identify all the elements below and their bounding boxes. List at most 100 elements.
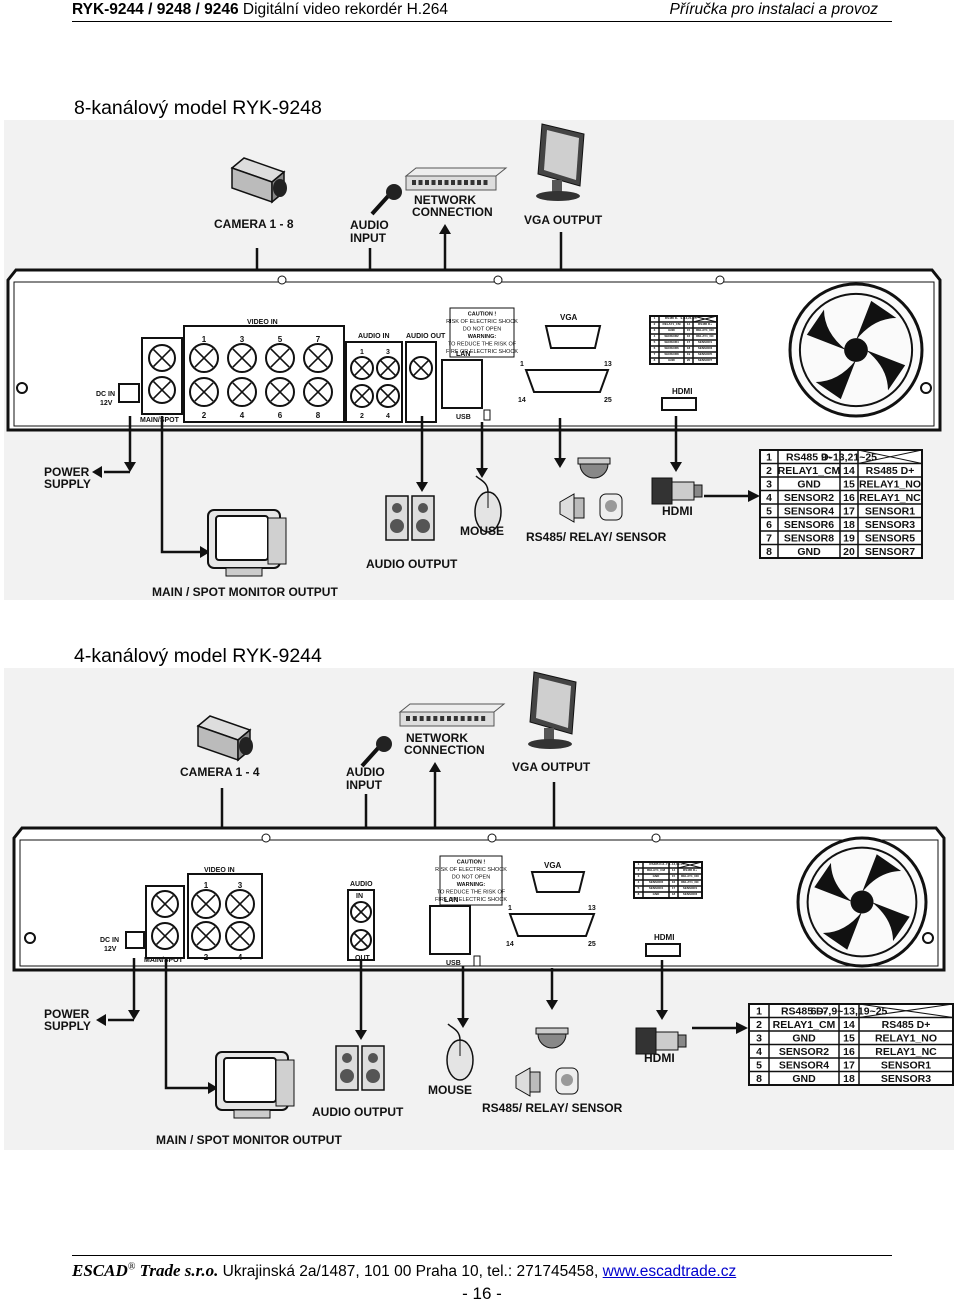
- mic-handle: [360, 744, 382, 768]
- usb-label: USB: [456, 414, 471, 421]
- pin-table-cell: 4: [638, 880, 640, 884]
- caution-line: TO REDUCE THE RISK OF: [437, 890, 506, 896]
- hub-top: [398, 703, 506, 713]
- pin-table-cell: 16: [687, 334, 691, 338]
- pin-table-cell: SENSOR2: [664, 334, 679, 338]
- camera-icon: [230, 157, 287, 204]
- spot-bnc-slot2: [152, 380, 172, 400]
- monitor-arrow-head: [208, 1082, 218, 1094]
- dome-globe: [579, 463, 609, 479]
- mouse-arrow-head: [476, 468, 488, 478]
- hub-port: [426, 716, 431, 721]
- dc-in-voltage-label: 12V: [100, 400, 113, 407]
- dome-camera-icon: [535, 1027, 569, 1049]
- db25-port: [524, 369, 610, 393]
- video-in-bnc-slot2: [308, 382, 328, 402]
- screw-right: [920, 382, 932, 394]
- camera-lens: [273, 179, 287, 197]
- crt-stand: [233, 1109, 271, 1119]
- footer-reg-mark: ®: [127, 1261, 136, 1273]
- header-title: RYK-9244 / 9248 / 9246 Digitální video r…: [72, 1, 448, 19]
- footer-address: Ukrajinská 2a/1487, 101 00 Praha 10, tel…: [222, 1263, 599, 1280]
- hub-port: [457, 180, 462, 185]
- pin-table-cell: SENSOR4: [779, 1060, 829, 1072]
- crt-back: [275, 1059, 295, 1107]
- pin-table-cell: 8: [766, 546, 772, 558]
- vga-port: [544, 325, 602, 349]
- pin-table-cell: SENSOR4: [784, 506, 834, 518]
- video-in-bnc-slot2: [194, 348, 214, 368]
- pin-table-cell: 15: [843, 479, 855, 491]
- hub-port: [477, 180, 481, 185]
- caution-line: CAUTION !: [468, 312, 497, 318]
- screw-top: [277, 275, 287, 285]
- speaker-tweeter: [418, 503, 428, 513]
- pin-table-cell: 19: [843, 533, 855, 545]
- crt-monitor-icon: [207, 509, 287, 577]
- screw-top: [493, 275, 503, 285]
- screw-top: [487, 833, 497, 843]
- fan-hub: [850, 890, 874, 914]
- video-in-bnc-slot2: [308, 348, 328, 368]
- power-supply-label-1: POWER: [44, 1007, 90, 1021]
- hub-port: [425, 180, 429, 185]
- pin-table-arrow-head: [736, 1022, 748, 1034]
- pin-table-cell: SENSOR1: [698, 340, 713, 344]
- footer-website-link[interactable]: www.escadtrade.cz: [602, 1263, 737, 1280]
- pin-table-cell: RELAY1_CM: [773, 1019, 836, 1031]
- speaker-woofer: [340, 1069, 354, 1083]
- rs485-label: RS485/ RELAY/ SENSOR: [526, 530, 667, 544]
- hdmi-shell: [655, 1031, 679, 1051]
- speaker-tweeter: [392, 503, 402, 513]
- audio-input-label-2: INPUT: [346, 778, 383, 792]
- pin-table-cell: 7: [766, 533, 772, 545]
- video-in-bnc-slot2: [232, 382, 252, 402]
- pin-table-cell: RELAY1_NO: [859, 479, 921, 491]
- video-in-num: 1: [202, 335, 207, 344]
- audio-in-rca-slot2: [354, 388, 370, 404]
- screw-right: [922, 932, 934, 944]
- pin-table-cell: RS485 D+: [866, 465, 915, 477]
- mic-head: [386, 184, 402, 200]
- fan-hub: [844, 338, 868, 362]
- pin-table-cell: 3: [638, 874, 640, 878]
- video-in-bnc-slot2: [194, 382, 214, 402]
- pin-table-cell: 6: [654, 346, 656, 350]
- fan-icon: [788, 282, 924, 418]
- fan-blade: [865, 350, 906, 391]
- pin-table-cell: 3: [654, 328, 656, 332]
- audio-in-num: 4: [386, 413, 390, 420]
- video-in-num: 2: [202, 411, 207, 420]
- video-in-bnc-slot2: [196, 894, 216, 914]
- fan-icon: [796, 836, 928, 968]
- hdmi-arrow-head: [670, 462, 682, 472]
- pin-table-cell: 9~13,21~25: [680, 316, 696, 320]
- hdmi-port-label: HDMI: [654, 933, 674, 942]
- audio-input-label-2: INPUT: [350, 231, 387, 245]
- sensor-lens: [605, 500, 617, 512]
- siren-horn: [559, 493, 575, 523]
- audio-in-rca-slot2: [380, 360, 396, 376]
- screw-left: [16, 382, 28, 394]
- speaker-woofer: [366, 1069, 380, 1083]
- pin-table-cell: 14: [687, 322, 691, 326]
- fan-ring-inner: [806, 846, 918, 958]
- audio-out-label: OUT: [355, 955, 371, 962]
- hub-port: [433, 716, 438, 721]
- video-in-num: 7: [316, 335, 321, 344]
- db25-num: 13: [588, 905, 596, 912]
- dome-globe: [537, 1033, 567, 1049]
- siren-sensor-icon: [559, 493, 623, 523]
- video-in-bnc-slot2: [230, 894, 250, 914]
- usb-port: [473, 955, 481, 967]
- pin-table-cell: GND: [668, 328, 676, 332]
- spot-bnc-slot2: [155, 926, 175, 946]
- footer-company-rest: Trade s.r.o.: [139, 1261, 219, 1280]
- main-bnc-slot2: [152, 348, 172, 368]
- network-hub-icon: [404, 167, 508, 191]
- footer-company-logo: ESCAD® Trade s.r.o.: [72, 1261, 218, 1280]
- speaker-box: [335, 1045, 359, 1091]
- network-arrow-head: [439, 224, 451, 234]
